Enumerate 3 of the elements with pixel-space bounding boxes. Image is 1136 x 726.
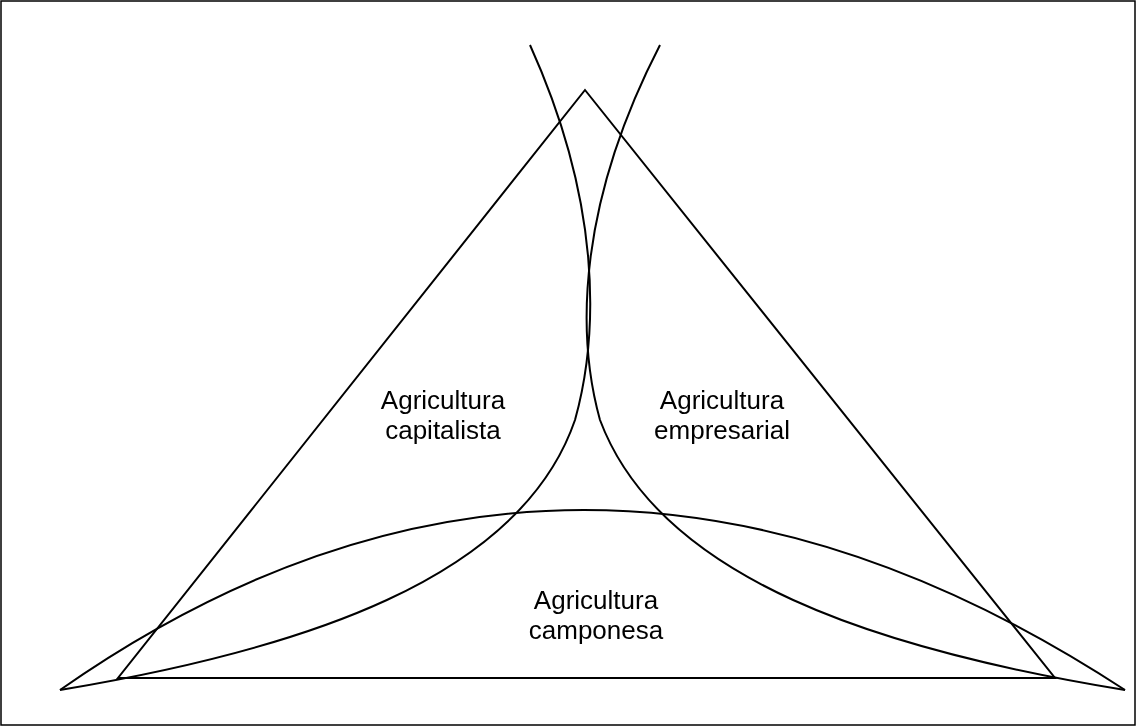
region-label: Agricultura camponesa [527, 585, 665, 645]
region-label: Agricultura empresarial [653, 385, 791, 445]
region-label: Agricultura capitalista [379, 385, 507, 445]
